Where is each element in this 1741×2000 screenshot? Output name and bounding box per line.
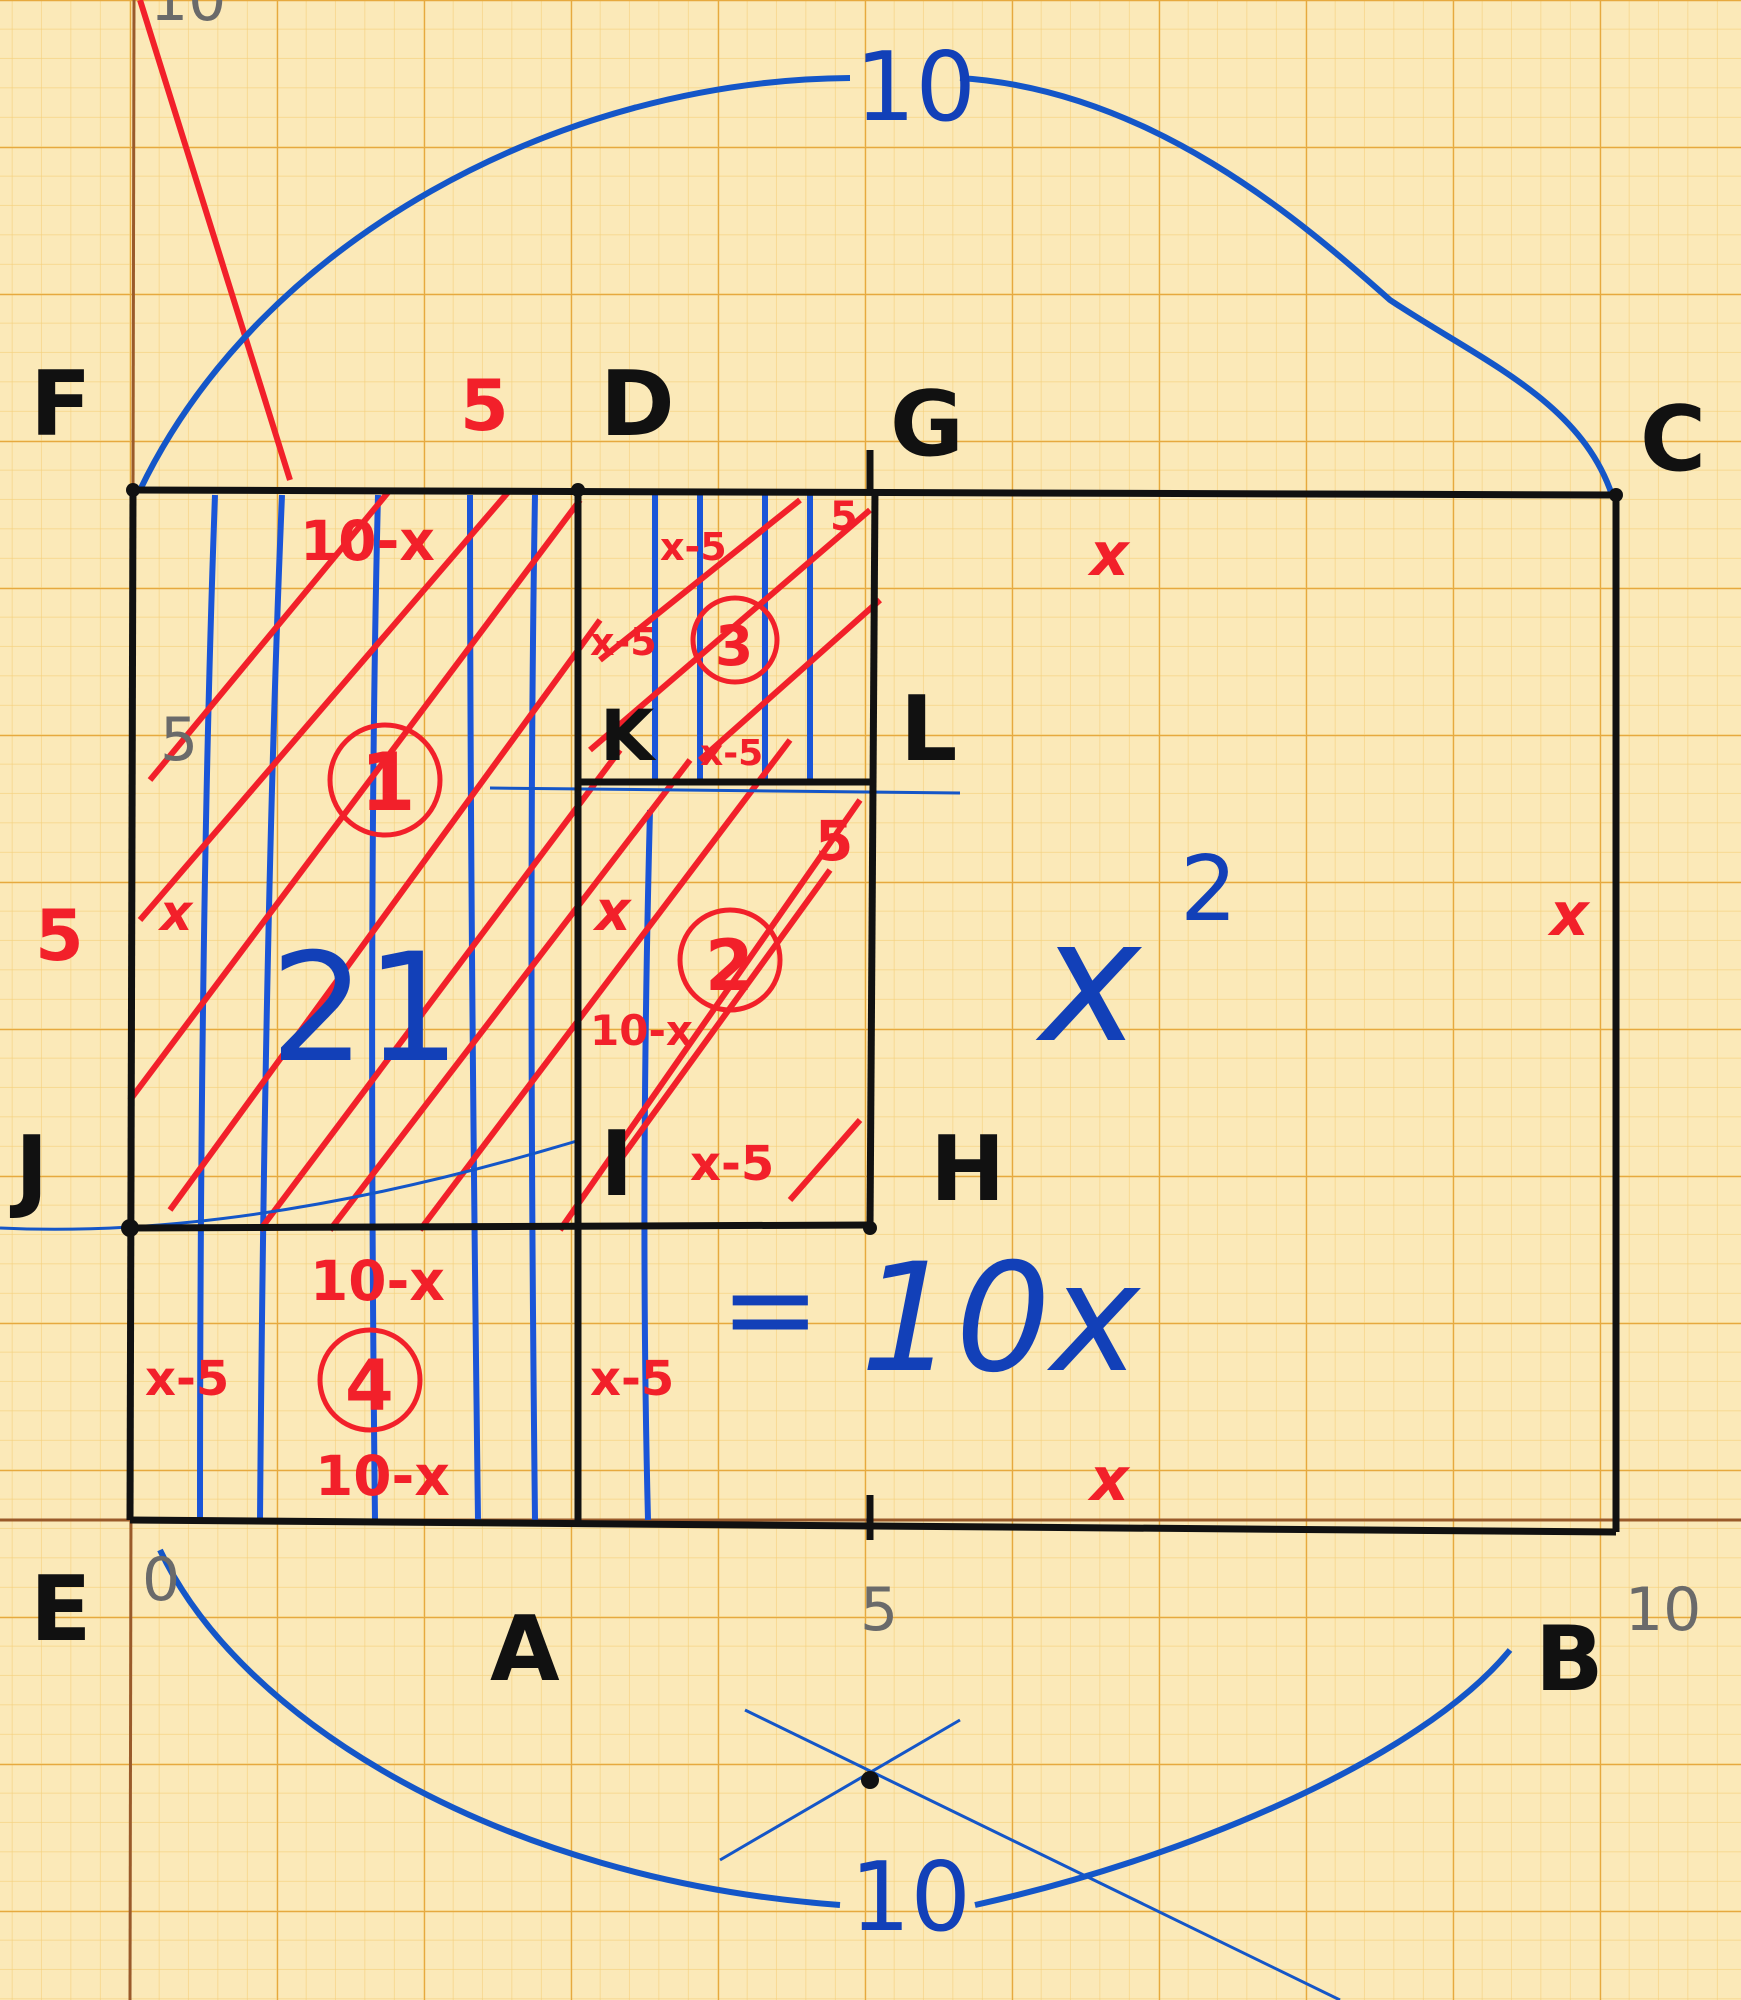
blue-hatching [197, 494, 813, 1521]
red-top-10x: 10-x [300, 509, 435, 573]
r4-left: x-5 [145, 1351, 229, 1407]
black-lines [126, 450, 1620, 1540]
r2-x-5: x-5 [690, 1136, 774, 1192]
vertex-dots [121, 483, 1623, 1789]
r3-left: x-5 [590, 620, 657, 664]
ten-x-label: 10x [860, 1232, 1142, 1406]
blue-arc [137, 75, 1615, 1908]
r4-bottom: 10-x [315, 1444, 450, 1508]
construction-lines [0, 786, 1341, 2000]
region-3-label: 3 [715, 614, 753, 678]
r2-x: x [592, 879, 632, 943]
r3-bottom: x-5 [700, 733, 763, 774]
r4-right: x-5 [590, 1351, 674, 1407]
region-circles [317, 595, 783, 1433]
tick-bottom-10: 10 [1625, 1575, 1701, 1645]
label-A: A [490, 1597, 560, 1702]
tick-top-10: 10 [150, 0, 226, 35]
area-label-21: 21 [270, 922, 461, 1096]
label-E: E [30, 1557, 91, 1662]
red-left-x: x [157, 884, 194, 942]
label-F: F [30, 352, 91, 457]
x-squared-base: x [1035, 883, 1143, 1081]
label-K: K [600, 695, 657, 777]
region-1-label: 1 [360, 736, 416, 829]
tick-origin-0: 0 [142, 1545, 180, 1615]
label-B: B [1535, 1607, 1604, 1712]
label-D: D [600, 352, 675, 457]
red-fd-5: 5 [460, 365, 509, 447]
label-H: H [930, 1117, 1005, 1222]
big-square-top-x: x [1087, 520, 1131, 590]
arc-label-bottom-10: 10 [850, 1843, 971, 1953]
red-hatching [127, 0, 882, 1232]
label-C: C [1640, 387, 1706, 492]
r2-5: 5 [815, 809, 853, 873]
tick-left-5: 5 [160, 705, 198, 775]
r3-top: x-5 [660, 525, 727, 569]
r3-right: 5 [830, 494, 858, 540]
big-square-bottom-x: x [1087, 1445, 1131, 1515]
r4-top: 10-x [310, 1249, 445, 1313]
equals-sign: = [720, 1240, 821, 1379]
label-J: J [9, 1117, 49, 1222]
tick-bottom-5: 5 [860, 1575, 898, 1645]
big-square-right-x: x [1547, 880, 1591, 950]
arc-label-top-10: 10 [855, 33, 976, 143]
red-left-5: 5 [35, 895, 84, 977]
label-L: L [900, 677, 957, 782]
label-G: G [890, 372, 964, 477]
r2-10-x: 10-x [590, 1006, 693, 1055]
region-4-label: 4 [345, 1345, 394, 1427]
label-I: I [600, 1112, 634, 1217]
x-squared-exponent: 2 [1180, 837, 1237, 942]
region-2-label: 2 [705, 925, 754, 1007]
